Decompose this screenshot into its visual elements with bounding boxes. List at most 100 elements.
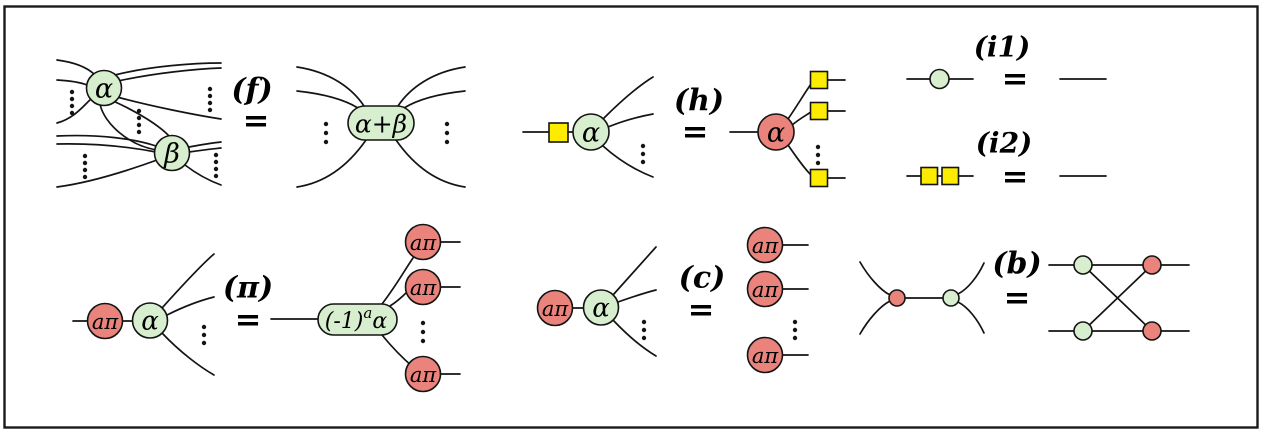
red-dot bbox=[888, 289, 906, 307]
hadamard-box bbox=[809, 101, 829, 121]
beta-label: β bbox=[163, 139, 180, 170]
wire bbox=[117, 67, 222, 82]
wire bbox=[116, 96, 222, 120]
red-pi-spider bbox=[86, 302, 124, 340]
api-label: aπ bbox=[410, 231, 438, 255]
pi-rhs: (-1)aα aπ aπ aπ bbox=[270, 223, 461, 393]
copy-lhs: aπ α bbox=[536, 246, 657, 357]
rule-identity-2: (i2) = bbox=[906, 127, 1107, 195]
vdots bbox=[444, 121, 450, 145]
wire bbox=[296, 139, 367, 188]
green-spider bbox=[582, 289, 620, 326]
equals-sign: = bbox=[682, 112, 709, 150]
vdots bbox=[420, 320, 426, 344]
equals-sign: = bbox=[235, 300, 262, 338]
vdots bbox=[792, 319, 798, 341]
rule-label-i1: (i1) bbox=[974, 31, 1031, 64]
pi-lhs: aπ α bbox=[72, 253, 215, 376]
fusion-lhs: α β bbox=[56, 59, 222, 188]
green-spider bbox=[131, 302, 169, 339]
red-pi-spider bbox=[746, 226, 784, 264]
fused-spider-box bbox=[347, 105, 415, 141]
alpha-label: α bbox=[767, 118, 785, 149]
rule-label-pi: (π) bbox=[223, 271, 273, 306]
vdots bbox=[82, 153, 88, 180]
wire bbox=[56, 97, 93, 124]
rule-copy: aπ α (c) = aπ aπ aπ bbox=[536, 226, 809, 374]
figure-frame bbox=[3, 5, 1259, 429]
wire bbox=[602, 76, 654, 120]
equals-sign: = bbox=[1002, 59, 1029, 97]
rule-label-h: (h) bbox=[674, 84, 724, 119]
rule-bialgebra: (b) = bbox=[859, 247, 1190, 341]
vdots bbox=[323, 121, 329, 145]
red-dot bbox=[1142, 255, 1162, 275]
green-spider-alpha bbox=[85, 69, 123, 107]
wire bbox=[790, 111, 812, 127]
wire bbox=[188, 141, 222, 148]
rule-identity-1: (i1) = bbox=[906, 31, 1107, 97]
red-pi-spider bbox=[746, 336, 784, 374]
vdots bbox=[815, 144, 821, 166]
api-label: aπ bbox=[410, 276, 438, 300]
vdots bbox=[69, 89, 75, 116]
phase-box bbox=[317, 303, 398, 336]
wire bbox=[296, 66, 365, 107]
alpha-label: α bbox=[141, 307, 159, 337]
wire bbox=[161, 332, 215, 376]
hadamard-lhs: α bbox=[522, 76, 654, 178]
wire bbox=[56, 79, 88, 86]
fused-phase-label: α+β bbox=[355, 110, 407, 139]
hadamard-box bbox=[809, 70, 829, 90]
hadamard-box bbox=[941, 166, 960, 186]
wire bbox=[395, 139, 466, 188]
rule-hadamard: α (h) = α bbox=[522, 70, 846, 188]
hadamard-box bbox=[809, 168, 829, 188]
vdots bbox=[641, 319, 647, 341]
api-label: aπ bbox=[752, 234, 780, 258]
rule-label-c: (c) bbox=[679, 261, 726, 296]
vdots bbox=[136, 108, 142, 135]
rule-label-b: (b) bbox=[992, 247, 1041, 282]
wire bbox=[381, 334, 414, 368]
wire bbox=[161, 253, 215, 309]
wire bbox=[859, 261, 891, 296]
rule-fusion: α β (f) = α+β bbox=[56, 59, 466, 188]
wire bbox=[112, 100, 171, 138]
wire bbox=[1082, 264, 1153, 332]
red-spider bbox=[757, 113, 795, 151]
vdots bbox=[213, 152, 219, 179]
green-dot bbox=[1073, 255, 1093, 275]
rule-label-i2: (i2) bbox=[976, 127, 1033, 160]
alpha-label: α bbox=[592, 294, 610, 324]
red-dot bbox=[1142, 321, 1162, 341]
wire bbox=[188, 147, 222, 153]
fusion-rhs: α+β bbox=[296, 66, 466, 188]
hadamard-box bbox=[920, 166, 939, 186]
wire bbox=[957, 301, 985, 334]
wire bbox=[957, 262, 985, 295]
wire bbox=[99, 103, 158, 151]
wire bbox=[389, 291, 408, 307]
green-identity-dot bbox=[929, 68, 950, 90]
vdots bbox=[640, 143, 646, 165]
equals-sign: = bbox=[243, 101, 270, 139]
wire bbox=[56, 159, 158, 188]
wire bbox=[612, 246, 657, 296]
wire bbox=[607, 113, 654, 128]
api-label: aπ bbox=[92, 310, 120, 334]
green-dot bbox=[1073, 321, 1093, 341]
alpha-label: α bbox=[582, 118, 600, 149]
wire bbox=[114, 62, 222, 76]
red-pi-spider bbox=[536, 289, 574, 327]
green-spider bbox=[572, 113, 610, 151]
equals-sign: = bbox=[1004, 278, 1031, 316]
wire bbox=[612, 319, 657, 357]
green-dot bbox=[942, 289, 960, 307]
green-spider-beta bbox=[153, 134, 191, 172]
bialgebra-lhs bbox=[859, 261, 985, 335]
phase-label: (-1)aα bbox=[325, 304, 388, 334]
wire bbox=[403, 90, 466, 109]
wire bbox=[617, 289, 657, 303]
